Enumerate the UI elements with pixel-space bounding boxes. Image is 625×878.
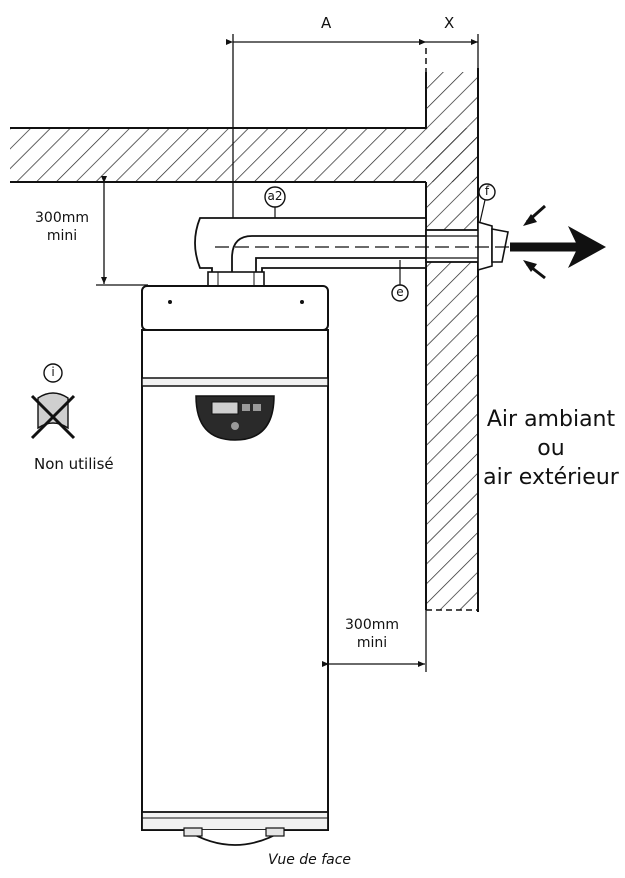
ref-e: e xyxy=(396,285,404,299)
water-heater-tank xyxy=(141,285,329,846)
control-panel xyxy=(195,395,275,441)
ref-a2: a2 xyxy=(267,189,283,203)
ceiling-slab xyxy=(10,72,427,183)
caption: Vue de face xyxy=(268,852,352,868)
top-clearance-label: 300mm mini xyxy=(35,210,89,244)
air-source-label: Air ambiant ou air extérieur xyxy=(483,407,619,490)
crossed-out-icon xyxy=(30,392,76,440)
side-clearance-label: 300mm mini xyxy=(345,617,399,651)
reference-markers xyxy=(43,183,496,383)
dimension-a-label: A xyxy=(321,14,332,32)
not-used-label: Non utilisé xyxy=(34,455,114,473)
duct-system xyxy=(194,217,520,287)
ref-f: f xyxy=(484,184,490,198)
dimension-x-label: X xyxy=(444,14,455,32)
top-clearance-dimension xyxy=(96,176,148,286)
side-clearance-dimension xyxy=(322,610,427,672)
wall xyxy=(425,48,479,612)
info-circle-icon: i xyxy=(51,365,55,379)
arrow-right-icon xyxy=(510,226,606,268)
arrow-in-icon xyxy=(523,204,546,280)
